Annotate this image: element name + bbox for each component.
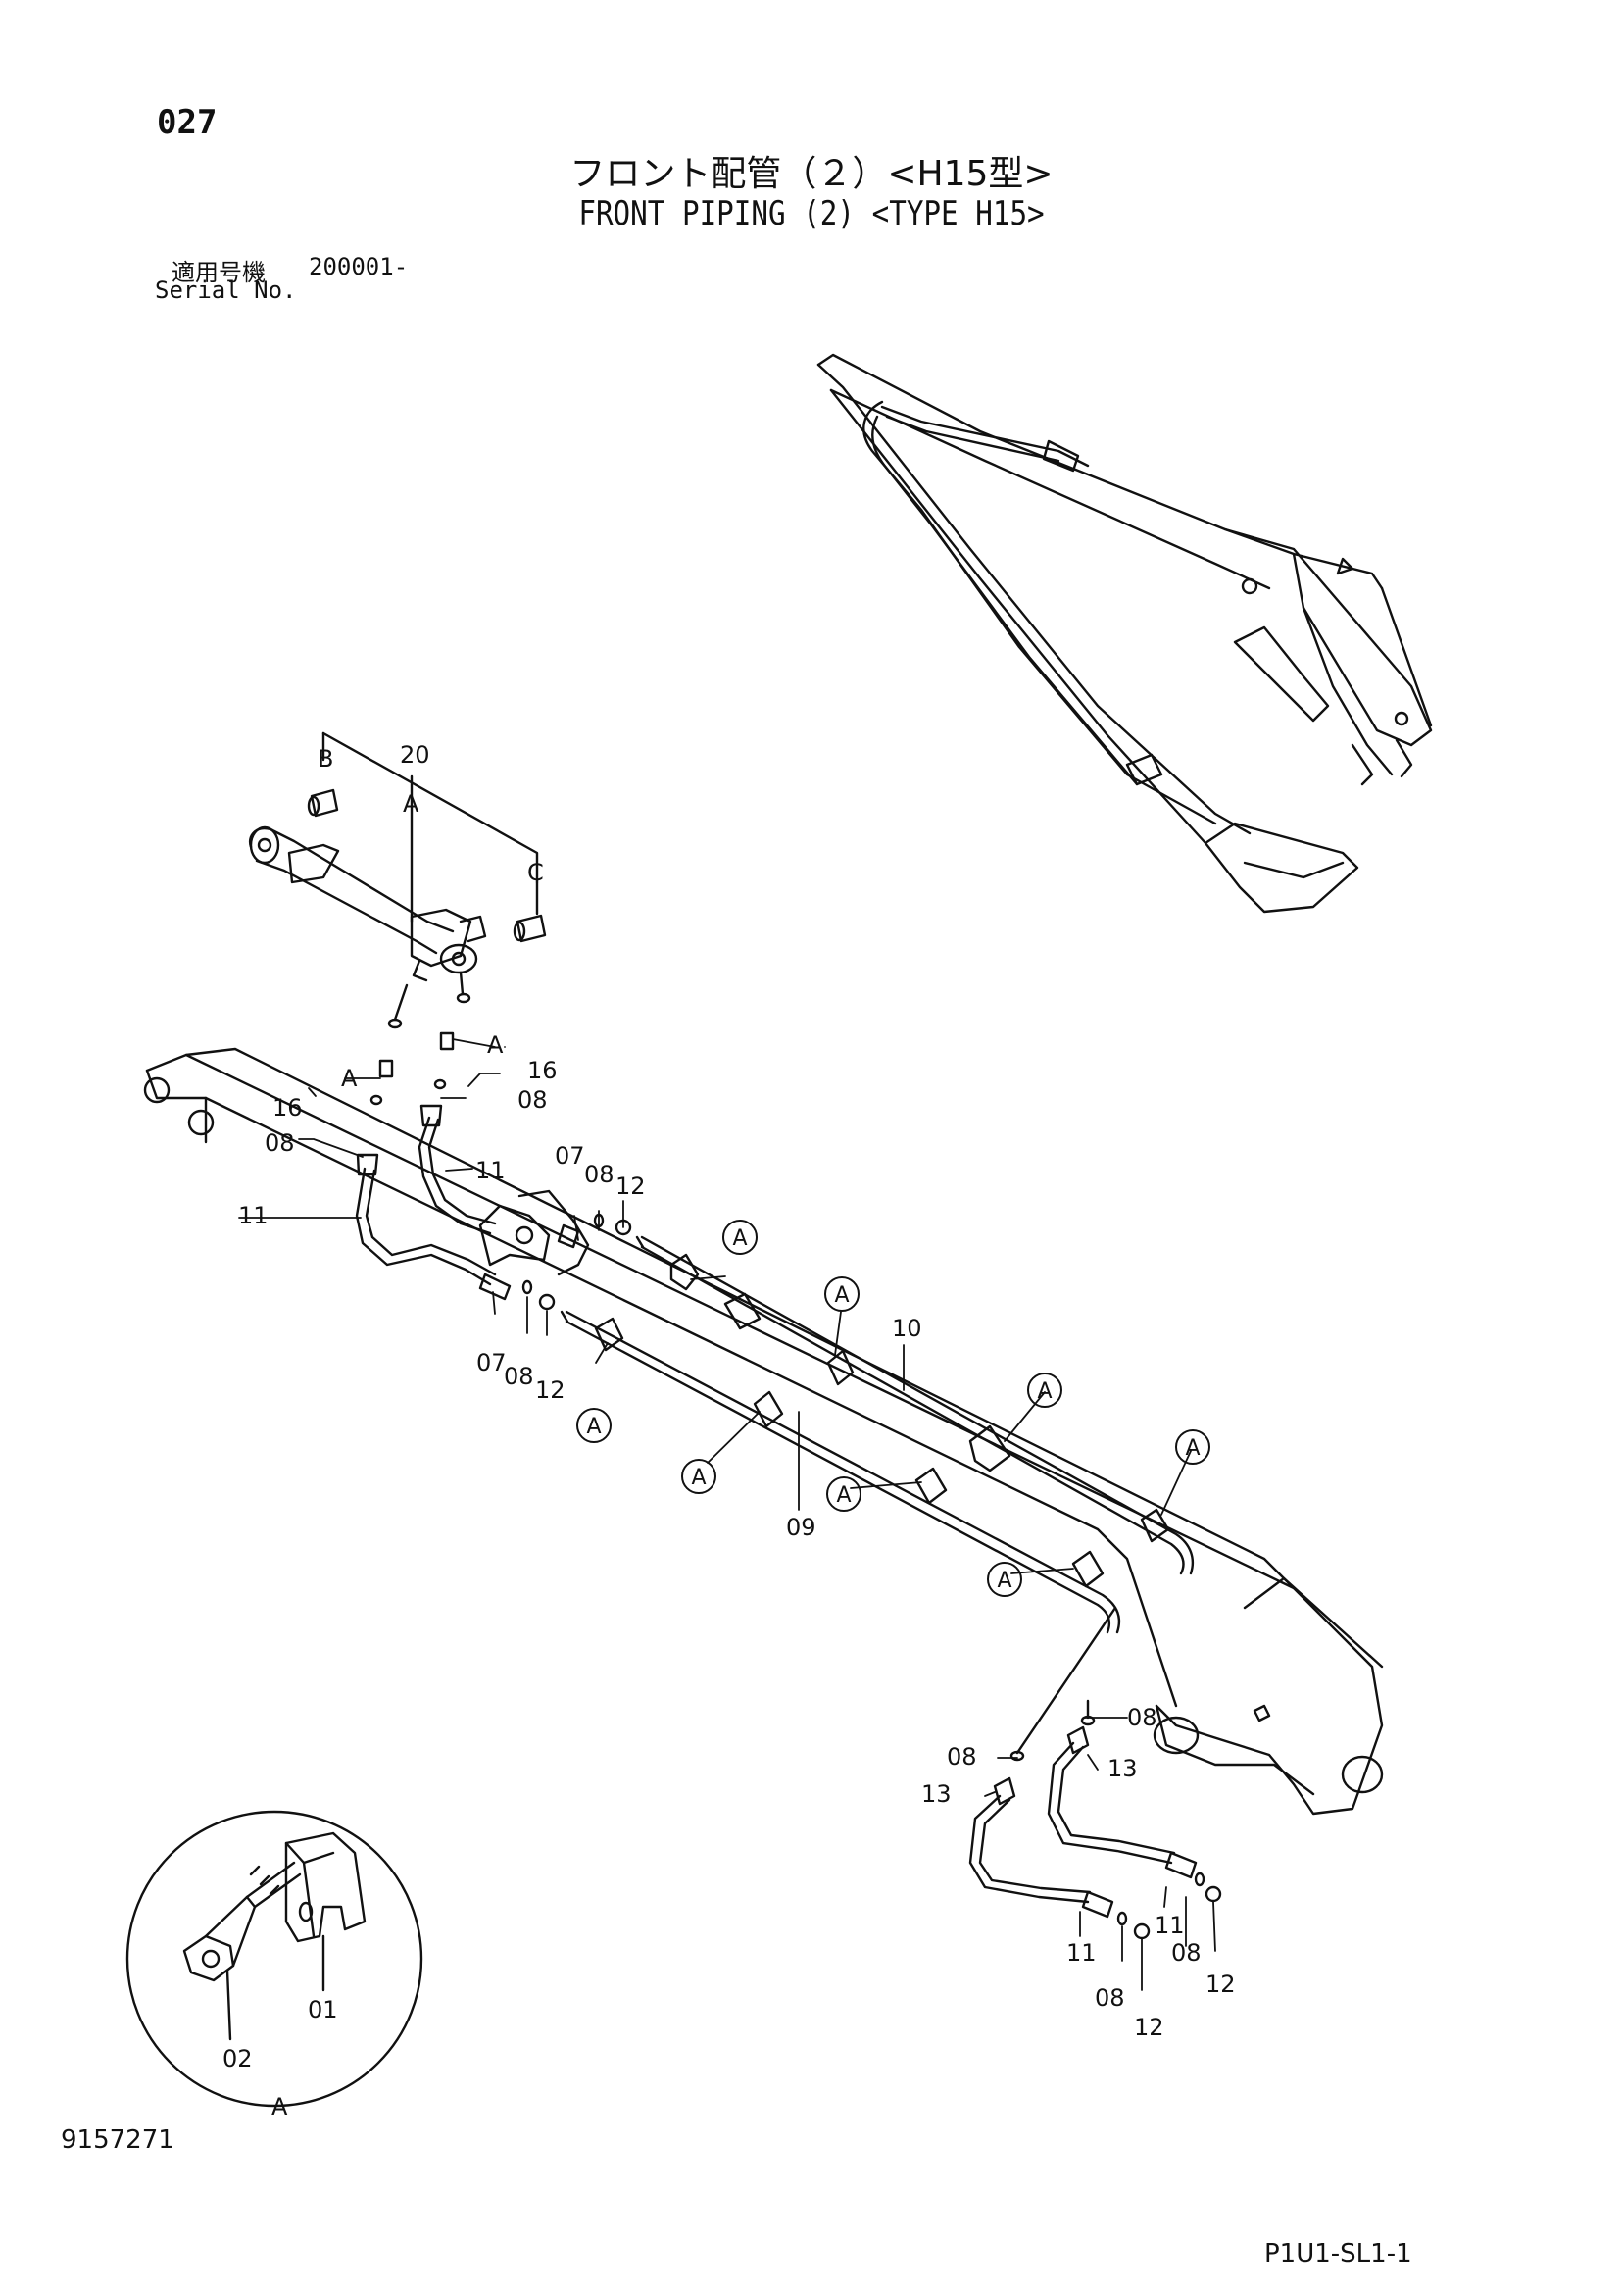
callout-07-lower: 07 [476,1349,507,1376]
arm-cylinder-assembly [248,731,547,982]
callout-13-right: 13 [1107,1755,1138,1782]
balloon-a-1: A [732,1226,747,1251]
callout-08-upper: 08 [584,1161,615,1188]
serial-label-english: Serial No. [155,276,297,304]
detail-label-02: 02 [222,2045,253,2072]
callout-12-lower: 12 [535,1376,566,1404]
callout-labels: 20 B A C A 16 A 16 08 08 11 11 07 08 12 … [222,741,1236,2121]
a-balloon-markers [576,1220,1210,1597]
page-number: 027 [157,103,218,142]
sheet-code: P1U1-SL1-1 [1264,2239,1412,2269]
detail-label-01: 01 [308,1996,338,2023]
balloon-a-3: A [1037,1379,1052,1404]
callout-a-top: A [403,790,419,818]
left-hoses [355,971,632,1311]
detail-a-clamp [125,1810,423,2108]
callout-09: 09 [786,1514,816,1541]
callout-13-left: 13 [921,1780,952,1808]
callout-c: C [527,859,544,886]
callout-b: B [318,745,333,773]
detail-label-a: A [271,2093,288,2121]
callout-a-left: A [341,1065,358,1092]
callout-08-g: 08 [1095,1984,1125,2012]
callout-16-left: 16 [272,1094,303,1122]
a-balloon-letters: A A A A A A A A [586,1226,1200,1593]
lower-right-hoses [968,1606,1222,1940]
callout-10: 10 [892,1315,922,1342]
callout-11-right: 11 [475,1157,506,1184]
callout-11-c: 11 [1066,1939,1097,1967]
leader-lines [238,1038,1216,1991]
balloon-a-4: A [1185,1436,1200,1461]
callout-12-upper: 12 [615,1173,646,1200]
balloon-a-2: A [834,1283,849,1308]
serial-number-value: 200001- [309,253,409,280]
balloon-a-8: A [997,1569,1011,1593]
callout-11-d: 11 [1155,1912,1185,1939]
callout-08-lower: 08 [504,1363,534,1390]
title-japanese: フロント配管（２）<H15型> [569,154,1054,194]
boom-body [143,1047,1384,1816]
title-english: FRONT PIPING (2) <TYPE H15> [578,194,1045,233]
callout-08-left: 08 [265,1129,295,1157]
callout-12-c: 12 [1134,2014,1164,2041]
callout-08-h: 08 [1171,1939,1202,1967]
callout-a-right: A [487,1031,504,1059]
callout-08-e: 08 [1127,1704,1157,1731]
callout-11-left: 11 [238,1202,269,1229]
callout-07-upper: 07 [555,1142,585,1170]
balloon-a-5: A [586,1415,601,1439]
balloon-a-7: A [836,1483,851,1508]
balloon-a-6: A [691,1466,706,1490]
overview-front-attachment [816,353,1433,914]
serial-label-japanese: 適用号機 [172,259,266,286]
callout-08-f: 08 [947,1743,977,1771]
callout-12-d: 12 [1205,1971,1236,1998]
callout-08-right: 08 [517,1086,548,1114]
document-number: 9157271 [61,2125,174,2155]
callout-20: 20 [400,741,430,769]
callout-16-right: 16 [527,1057,558,1084]
